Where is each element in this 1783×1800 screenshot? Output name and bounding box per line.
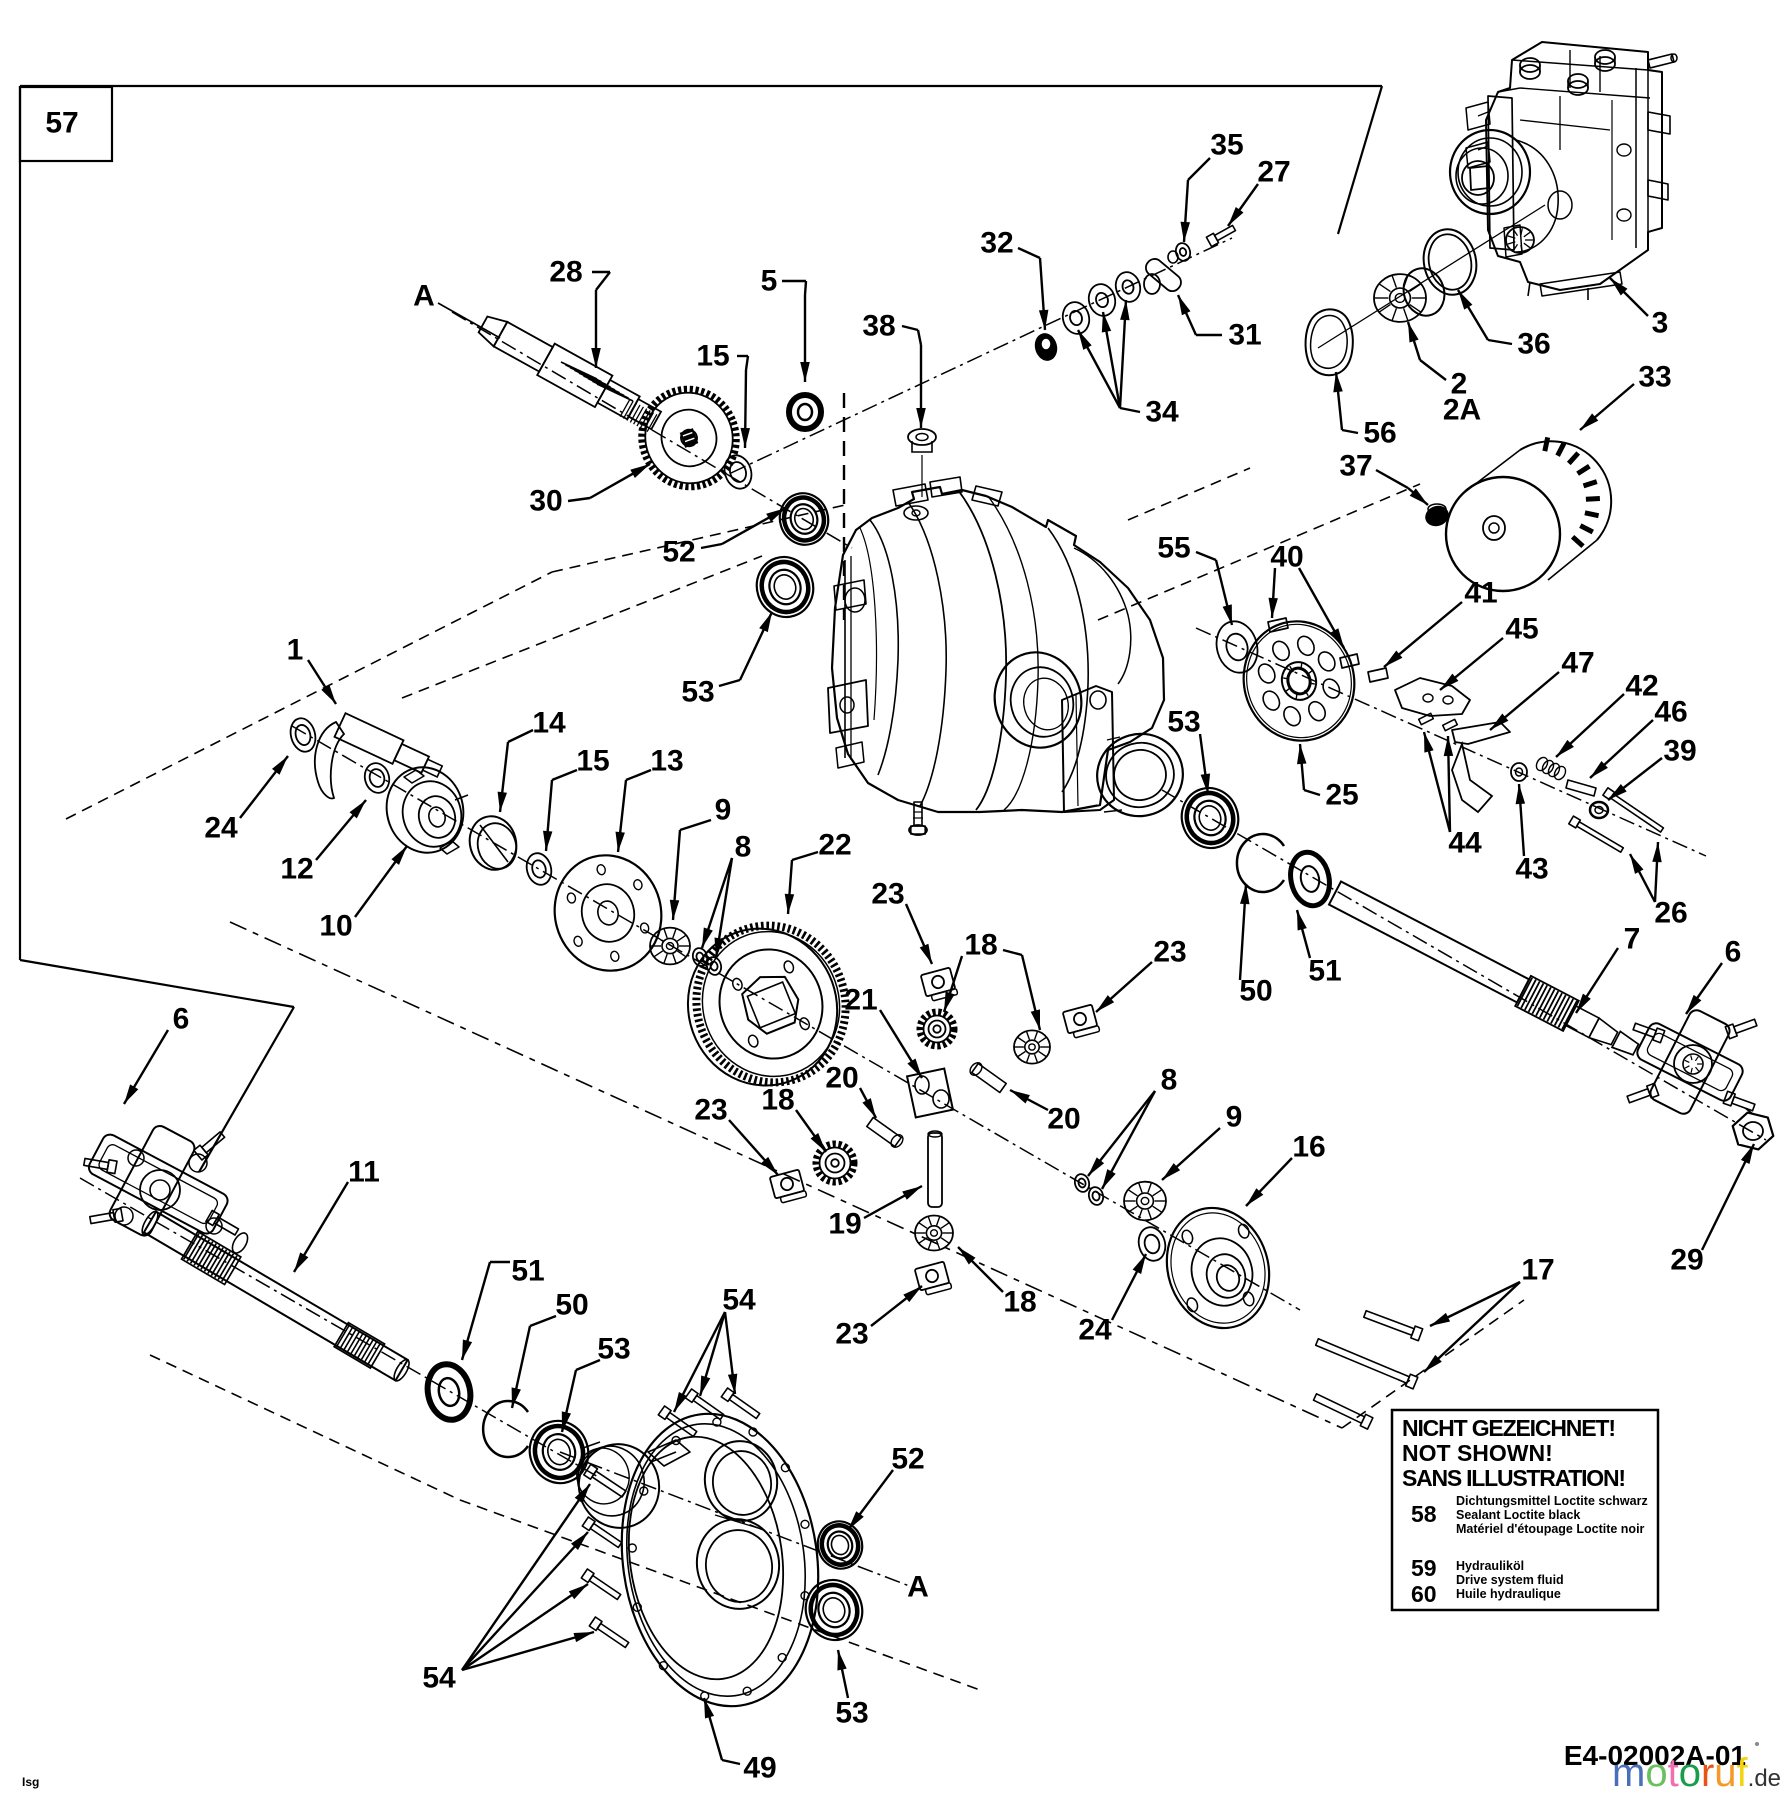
svg-text:37: 37 — [1339, 450, 1372, 483]
svg-text:10: 10 — [319, 910, 352, 943]
svg-text:Matériel d'étoupage Loctite no: Matériel d'étoupage Loctite noir — [1456, 1522, 1645, 1536]
svg-text:15: 15 — [696, 340, 729, 373]
svg-text:44: 44 — [1448, 827, 1482, 860]
svg-text:Sealant Loctite black: Sealant Loctite black — [1456, 1508, 1580, 1522]
svg-text:50: 50 — [1239, 975, 1272, 1008]
svg-text:14: 14 — [532, 707, 566, 740]
svg-text:52: 52 — [891, 1443, 924, 1476]
svg-text:53: 53 — [681, 676, 714, 709]
svg-text:1: 1 — [287, 634, 304, 667]
svg-text:Dichtungsmittel Loctite schwar: Dichtungsmittel Loctite schwarz — [1456, 1494, 1648, 1508]
svg-text:16: 16 — [1292, 1131, 1325, 1164]
svg-text:41: 41 — [1464, 577, 1497, 610]
svg-text:E4-02002A-01: E4-02002A-01 — [1564, 1740, 1746, 1771]
svg-text:Isg: Isg — [22, 1775, 39, 1789]
svg-text:60: 60 — [1411, 1581, 1437, 1607]
svg-text:30: 30 — [529, 485, 562, 518]
svg-text:52: 52 — [662, 536, 695, 569]
svg-text:34: 34 — [1145, 396, 1179, 429]
svg-text:45: 45 — [1505, 613, 1538, 646]
svg-text:15: 15 — [576, 745, 609, 778]
svg-text:46: 46 — [1654, 696, 1687, 729]
svg-text:8: 8 — [735, 831, 752, 864]
svg-text:36: 36 — [1517, 328, 1550, 361]
svg-text:55: 55 — [1157, 532, 1190, 565]
svg-text:51: 51 — [511, 1255, 544, 1288]
svg-text:27: 27 — [1257, 156, 1290, 189]
svg-text:17: 17 — [1521, 1254, 1554, 1287]
svg-text:39: 39 — [1663, 735, 1696, 768]
svg-text:20: 20 — [1047, 1103, 1080, 1136]
svg-text:40: 40 — [1270, 541, 1303, 574]
svg-text:53: 53 — [835, 1697, 868, 1730]
svg-text:9: 9 — [1226, 1101, 1243, 1134]
svg-text:2A: 2A — [1443, 394, 1481, 427]
svg-text:53: 53 — [597, 1333, 630, 1366]
svg-text:SANS ILLUSTRATION!: SANS ILLUSTRATION! — [1402, 1465, 1626, 1491]
svg-text:A: A — [413, 280, 435, 313]
svg-text:58: 58 — [1411, 1501, 1437, 1527]
svg-text:57: 57 — [45, 107, 78, 140]
svg-text:21: 21 — [844, 984, 877, 1017]
svg-text:26: 26 — [1654, 897, 1687, 930]
svg-text:3: 3 — [1652, 307, 1669, 340]
svg-text:Hydrauliköl: Hydrauliköl — [1456, 1559, 1524, 1573]
svg-text:11: 11 — [348, 1156, 380, 1189]
svg-text:53: 53 — [1167, 706, 1200, 739]
svg-text:24: 24 — [1078, 1314, 1112, 1347]
svg-text:6: 6 — [1725, 936, 1742, 969]
svg-text:54: 54 — [722, 1284, 756, 1317]
svg-text:25: 25 — [1325, 779, 1358, 812]
svg-text:29: 29 — [1670, 1244, 1703, 1277]
svg-text:59: 59 — [1411, 1555, 1437, 1581]
svg-text:42: 42 — [1625, 670, 1658, 703]
svg-text:50: 50 — [555, 1289, 588, 1322]
svg-text:20: 20 — [825, 1062, 858, 1095]
svg-text:49: 49 — [743, 1752, 776, 1785]
svg-text:18: 18 — [1003, 1286, 1036, 1319]
svg-text:23: 23 — [871, 878, 904, 911]
svg-text:18: 18 — [761, 1084, 794, 1117]
svg-text:22: 22 — [818, 829, 851, 862]
svg-text:38: 38 — [862, 310, 895, 343]
svg-text:motoruf.de: motoruf.de — [1612, 1751, 1781, 1795]
svg-text:Drive system fluid: Drive system fluid — [1456, 1573, 1564, 1587]
svg-text:12: 12 — [280, 853, 313, 886]
svg-text:6: 6 — [173, 1003, 190, 1036]
svg-text:47: 47 — [1561, 647, 1594, 680]
svg-text:13: 13 — [650, 745, 683, 778]
svg-text:24: 24 — [204, 812, 238, 845]
svg-text:18: 18 — [964, 929, 997, 962]
svg-text:33: 33 — [1638, 361, 1671, 394]
svg-text:9: 9 — [715, 794, 732, 827]
svg-text:43: 43 — [1515, 853, 1548, 886]
svg-text:32: 32 — [980, 227, 1013, 260]
svg-text:NOT SHOWN!: NOT SHOWN! — [1402, 1440, 1553, 1466]
svg-text:56: 56 — [1363, 417, 1396, 450]
svg-text:Huile hydraulique: Huile hydraulique — [1456, 1587, 1561, 1601]
svg-text:19: 19 — [828, 1208, 861, 1241]
svg-text:35: 35 — [1210, 129, 1243, 162]
svg-text:23: 23 — [694, 1094, 727, 1127]
svg-text:51: 51 — [1308, 955, 1341, 988]
svg-text:NICHT GEZEICHNET!: NICHT GEZEICHNET! — [1402, 1415, 1616, 1441]
svg-text:28: 28 — [549, 256, 582, 289]
svg-text:31: 31 — [1228, 319, 1261, 352]
svg-text:5: 5 — [761, 265, 778, 298]
svg-text:2: 2 — [1451, 368, 1468, 401]
svg-text:23: 23 — [1153, 936, 1186, 969]
svg-text:A: A — [907, 1571, 929, 1604]
svg-text:8: 8 — [1161, 1064, 1178, 1097]
svg-text:23: 23 — [835, 1318, 868, 1351]
svg-text:54: 54 — [422, 1662, 456, 1695]
svg-text:7: 7 — [1624, 923, 1641, 956]
